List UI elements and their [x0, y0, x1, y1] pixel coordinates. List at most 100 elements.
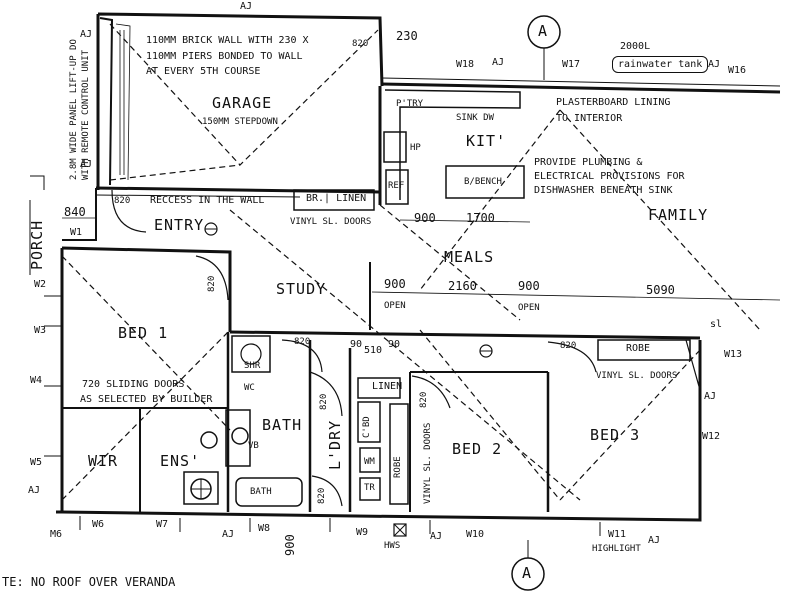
- br-linen-label: BR.| LINEN: [306, 193, 367, 204]
- plumbing-note-line2: ELECTRICAL PROVISIONS FOR: [534, 171, 685, 182]
- brick-note-line1: 110MM BRICK WALL WITH 230 X: [146, 35, 309, 46]
- window-w12: W12: [702, 431, 721, 442]
- aj-label: AJ: [430, 531, 443, 542]
- bed1-label: BED 1: [118, 324, 169, 342]
- trough-label: TR: [364, 483, 375, 493]
- open-label-a: OPEN: [384, 301, 406, 311]
- dim-90-a: 90: [350, 339, 363, 350]
- panel-note-line1: 2.8M WIDE PANEL LIFT-UP DO: [69, 39, 79, 180]
- linen-label: LINEN: [372, 381, 403, 392]
- door-820-bath: 820: [294, 337, 311, 347]
- brick-note-line3: AT EVERY 5TH COURSE: [146, 66, 261, 77]
- rainwater-tank: rainwater tank: [612, 56, 709, 73]
- dim-90-b: 90: [388, 339, 401, 350]
- hotplate-label: HP: [410, 143, 421, 153]
- shower-label: SHR: [244, 361, 261, 371]
- window-w2: W2: [34, 279, 47, 290]
- meals-label: MEALS: [444, 248, 495, 266]
- door-820-bed2: 820: [419, 391, 429, 408]
- plaster-note-line1: PLASTERBOARD LINING: [556, 97, 671, 108]
- dim-5090: 5090: [646, 283, 675, 297]
- robe-bed2-label: ROBE: [393, 456, 403, 478]
- aj-label: AJ: [240, 1, 253, 12]
- bed2-label: BED 2: [452, 440, 503, 458]
- tank-capacity: 2000L: [620, 41, 651, 52]
- garage-door-820: 820: [352, 39, 369, 49]
- plumbing-note-line3: DISHWASHER BENEATH SINK: [534, 185, 673, 196]
- bed3-label: BED 3: [590, 426, 641, 444]
- family-label: FAMILY: [648, 206, 709, 224]
- bath-room-label: BATH: [262, 416, 303, 434]
- highlight-label: HIGHLIGHT: [592, 544, 641, 554]
- window-w1: W1: [70, 227, 83, 238]
- porch-label: PORCH: [28, 219, 46, 270]
- bench-label: B/BENCH: [464, 177, 502, 187]
- sliding-note-line2: AS SELECTED BY BUILDER: [80, 394, 213, 405]
- hws-label: HWS: [384, 541, 401, 551]
- study-label: STUDY: [276, 280, 327, 298]
- window-w7: W7: [156, 519, 169, 530]
- kitchen-top-wall: [381, 82, 781, 94]
- fridge-label: REF: [388, 181, 405, 191]
- garage-label: GARAGE: [212, 94, 273, 112]
- vanity-label: VB: [248, 441, 259, 451]
- vinyl-doors-bed2: VINYL SL. DOORS: [423, 422, 433, 504]
- washing-machine-label: WM: [364, 457, 375, 467]
- section-marker-top: [527, 15, 561, 49]
- cupboard-label: C'BD: [362, 416, 372, 438]
- dim-230: 230: [396, 29, 418, 43]
- footer-note: TE: NO ROOF OVER VERANDA: [2, 575, 176, 589]
- window-w11: W11: [608, 529, 627, 540]
- section-marker-bottom: [511, 557, 545, 591]
- aj-label: AJ: [492, 57, 505, 68]
- dim-900-kitchen: 900: [414, 211, 436, 225]
- aj-label: AJ: [80, 159, 93, 170]
- sl-label: sl: [710, 319, 723, 330]
- window-w8: W8: [258, 523, 271, 534]
- dim-1700: 1700: [466, 211, 495, 225]
- laundry-label: L'DRY: [326, 419, 344, 470]
- window-w5: W5: [30, 457, 43, 468]
- dim-900-bottom: 900: [283, 534, 297, 556]
- window-w6: W6: [92, 519, 105, 530]
- kitchen-label: KIT': [466, 132, 507, 150]
- dim-2160: 2160: [448, 279, 477, 293]
- dim-900-meals-a: 900: [384, 277, 406, 291]
- dim-900-meals-b: 900: [518, 279, 540, 293]
- section-label-bottom: A: [522, 564, 533, 582]
- door-820-entry: 820: [114, 196, 131, 206]
- aj-label: AJ: [28, 485, 41, 496]
- open-label-b: OPEN: [518, 303, 540, 313]
- plumbing-note-line1: PROVIDE PLUMBING &: [534, 157, 643, 168]
- window-w10: W10: [466, 529, 485, 540]
- window-w18: W18: [456, 59, 475, 70]
- aj-label: AJ: [80, 29, 93, 40]
- vinyl-doors-bed3: VINYL SL. DOORS: [596, 371, 678, 381]
- wir-label: WIR: [88, 452, 119, 470]
- aj-label: AJ: [704, 391, 717, 402]
- robe-bed3-label: ROBE: [626, 343, 651, 354]
- window-w17: W17: [562, 59, 581, 70]
- aj-label: AJ: [708, 59, 721, 70]
- dim-840: 840: [64, 205, 86, 219]
- pantry-label: P'TRY: [396, 99, 424, 109]
- wc-label: WC: [244, 383, 255, 393]
- garage-wall: [96, 12, 384, 190]
- bed1-outer-wall: [56, 248, 64, 514]
- vinyl-doors-label: VINYL SL. DOORS: [290, 217, 372, 227]
- entry-label: ENTRY: [154, 216, 205, 234]
- window-w13: W13: [724, 349, 743, 360]
- section-label-top: A: [538, 22, 549, 40]
- ensuite-label: ENS': [160, 452, 201, 470]
- door-820-bed3: 820: [560, 341, 577, 351]
- window-w4: W4: [30, 375, 43, 386]
- door-820-laundry-b: 820: [317, 487, 327, 504]
- door-820-bed1: 820: [207, 275, 217, 292]
- plaster-note-line2: TO INTERIOR: [556, 113, 623, 124]
- garage-stepdown-note: 150MM STEPDOWN: [202, 117, 278, 127]
- window-w9: W9: [356, 527, 369, 538]
- garage-door-wall: [99, 17, 114, 186]
- sliding-note-line1: 720 SLIDING DOORS: [82, 379, 185, 390]
- sink-dw-label: SINK DW: [456, 113, 494, 123]
- window-m6: M6: [50, 529, 63, 540]
